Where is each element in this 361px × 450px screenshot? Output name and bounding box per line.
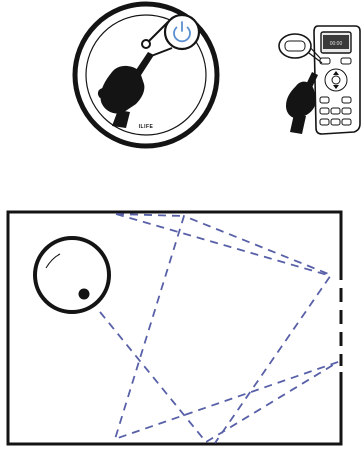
remote-display-digits: 00:00 — [330, 41, 343, 47]
hand-pointer-icon — [98, 52, 154, 128]
robot-brand-label: ILIFE — [139, 124, 154, 130]
cleaning-path — [100, 214, 338, 443]
power-button-bubble — [165, 15, 199, 49]
robot-vacuum-icon — [35, 238, 109, 312]
remote-control: 00:00 — [279, 26, 360, 134]
robot-top-view: ILIFE — [75, 4, 217, 146]
room-diagram — [8, 212, 341, 444]
power-button-callout — [142, 15, 199, 58]
remote-hand-pointer-icon — [286, 72, 318, 134]
